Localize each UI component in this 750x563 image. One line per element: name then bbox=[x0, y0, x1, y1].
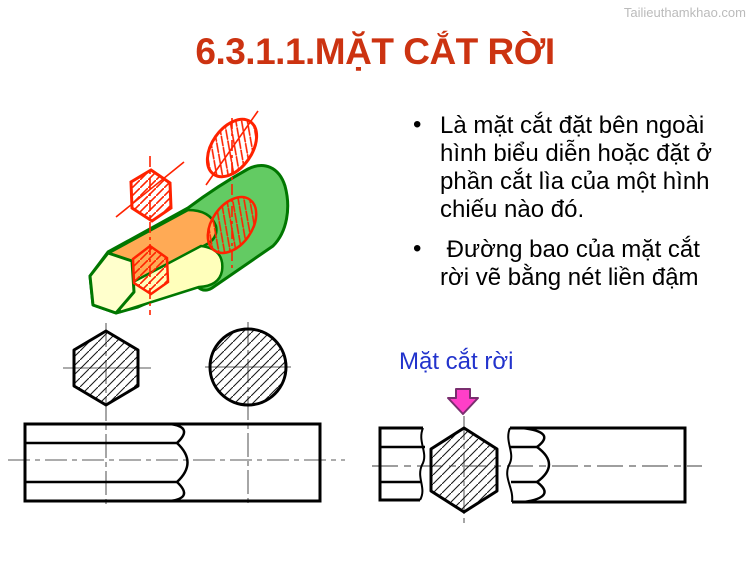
bullet-item: • Đường bao của mặt cắt rời vẽ bằng nét … bbox=[410, 235, 745, 292]
shaft-left-break-line bbox=[419, 427, 426, 501]
hex-section-removed bbox=[429, 426, 499, 514]
bullet-list: • Là mặt cắt đặt bên ngoài hình biểu diễn… bbox=[410, 111, 745, 304]
orthographic-view-left bbox=[8, 322, 345, 507]
bullet-item: • Là mặt cắt đặt bên ngoài hình biểu diễn… bbox=[410, 111, 745, 224]
hex-section-detached bbox=[129, 168, 173, 223]
ellipse-section-inplace bbox=[206, 195, 258, 255]
watermark: Tailieuthamkhao.com bbox=[623, 5, 746, 20]
shaft-right-piece-outline bbox=[510, 426, 687, 504]
shaft-left-piece-outline bbox=[378, 426, 423, 502]
shaft-right-flat-edges bbox=[510, 445, 537, 484]
shaft-left-flat-edges bbox=[380, 445, 425, 484]
bullet-marker-icon: • bbox=[413, 111, 422, 138]
hex-end-cap bbox=[88, 251, 136, 315]
shaft-outline bbox=[23, 422, 322, 503]
flat-runout-arcs bbox=[169, 422, 189, 503]
down-arrow-icon bbox=[447, 388, 479, 415]
bullet-marker-icon: • bbox=[413, 235, 422, 262]
shaft-right-break-line bbox=[506, 427, 514, 503]
ellipse-section-detached bbox=[205, 117, 259, 179]
bullet-text: Là mặt cắt đặt bên ngoài hình biểu diễn … bbox=[440, 112, 712, 223]
hex-section-view bbox=[72, 329, 140, 407]
isometric-shaft-figure bbox=[88, 110, 290, 315]
bullet-text: Đường bao của mặt cắt rời vẽ bằng nét li… bbox=[440, 236, 700, 291]
figure-label: Mặt cắt rời bbox=[399, 348, 514, 375]
flat-runout-arcs bbox=[521, 426, 551, 504]
orthographic-view-right bbox=[372, 388, 702, 523]
hex-section-inplace bbox=[131, 244, 170, 296]
page-title: 6.3.1.1.MẶT CẮT RỜI bbox=[195, 31, 555, 72]
circle-section-view bbox=[208, 327, 288, 407]
